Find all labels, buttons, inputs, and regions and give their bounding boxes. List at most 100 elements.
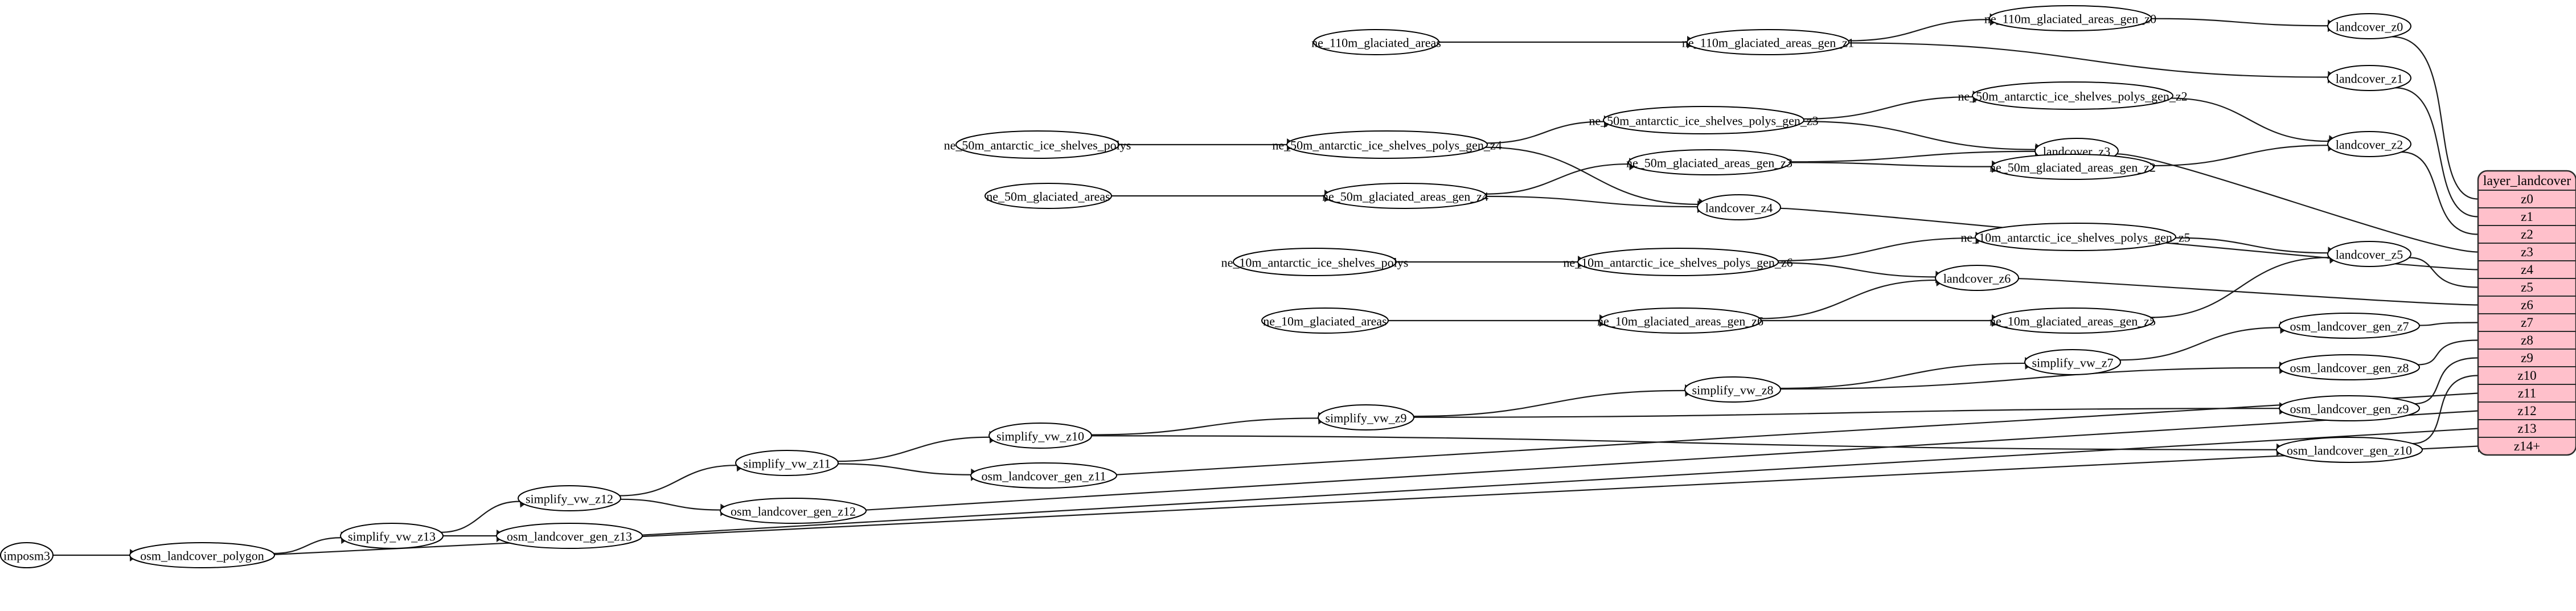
node-label: landcover_z5 [2336,248,2403,262]
node-ne_50m_glaciated_areas[interactable]: ne_50m_glaciated_areas [985,183,1112,209]
node-landcover_z4[interactable]: landcover_z4 [1697,194,1781,220]
edge-simplify_vw_z13-to-simplify_vw_z12 [440,501,520,533]
node-ne_10m_antarctic_ice_shelves_polys[interactable]: ne_10m_antarctic_ice_shelves_polys [1221,248,1409,276]
node-ne_110m_glaciated_areas_gen_z1[interactable]: ne_110m_glaciated_areas_gen_z1 [1682,29,1854,55]
edge-osm_landcover_gen_z11-to-layer_landcover-z11 [1115,392,2479,475]
node-label: ne_50m_antarctic_ice_shelves_polys [944,138,1131,153]
node-landcover_z0[interactable]: landcover_z0 [2327,13,2411,39]
node-ne_50m_antarctic_ice_shelves_polys[interactable]: ne_50m_antarctic_ice_shelves_polys [944,130,1131,159]
node-landcover_z6[interactable]: landcover_z6 [1935,265,2019,291]
edge-ne_50m_antarctic_ice_shelves_polys_gen_z4-to-ne_50m_antarctic_ice_shelves_polys_gen_z3 [1486,121,1604,144]
table-row-z12[interactable]: z12 [2517,404,2536,418]
node-osm_landcover_gen_z11[interactable]: osm_landcover_gen_z11 [970,462,1117,489]
edge-ne_50m_glaciated_areas_gen_z4-to-landcover_z4 [1485,195,1698,208]
edge-osm_landcover_gen_z7-to-layer_landcover-z7 [2418,322,2479,326]
edge-ne_50m_antarctic_ice_shelves_polys_gen_z2-to-landcover_z2 [2170,97,2329,142]
node-ne_10m_antarctic_ice_shelves_polys_gen_z5[interactable]: ne_10m_antarctic_ice_shelves_polys_gen_z… [1960,223,2191,251]
edge-simplify_vw_z12-to-simplify_vw_z11 [619,465,737,497]
table-row-z0[interactable]: z0 [2521,192,2533,206]
table-row-z7[interactable]: z7 [2521,315,2533,330]
edge-simplify_vw_z10-to-osm_landcover_gen_z10 [1091,435,2277,450]
table-row-z5[interactable]: z5 [2521,280,2533,294]
node-label: simplify_vw_z11 [743,457,830,471]
table-title: layer_landcover [2483,174,2571,188]
node-landcover_z5[interactable]: landcover_z5 [2327,241,2411,267]
node-osm_landcover_gen_z12[interactable]: osm_landcover_gen_z12 [720,498,867,524]
table-row-z2[interactable]: z2 [2521,227,2533,241]
edge-osm_landcover_gen_z13-to-layer_landcover-z13 [641,428,2479,536]
node-osm_landcover_gen_z13[interactable]: osm_landcover_gen_z13 [496,523,643,549]
node-ne_50m_antarctic_ice_shelves_polys_gen_z3[interactable]: ne_50m_antarctic_ice_shelves_polys_gen_z… [1589,106,1819,134]
edge-ne_10m_antarctic_ice_shelves_polys_gen_z5-to-landcover_z5 [2174,237,2328,254]
edge-ne_50m_glaciated_areas_gen_z4-to-ne_50m_glaciated_areas_gen_z3 [1484,163,1630,195]
table-row-z3[interactable]: z3 [2521,245,2533,259]
node-label: ne_110m_glaciated_areas_gen_z0 [1984,12,2156,26]
node-label: osm_landcover_gen_z10 [2287,444,2412,458]
node-simplify_vw_z12[interactable]: simplify_vw_z12 [518,485,621,511]
node-ne_10m_glaciated_areas_gen_z6[interactable]: ne_10m_glaciated_areas_gen_z6 [1597,307,1763,334]
node-ne_50m_glaciated_areas_gen_z3[interactable]: ne_50m_glaciated_areas_gen_z3 [1626,149,1792,175]
node-simplify_vw_z10[interactable]: simplify_vw_z10 [988,423,1092,449]
node-ne_10m_antarctic_ice_shelves_polys_gen_z6[interactable]: ne_10m_antarctic_ice_shelves_polys_gen_z… [1563,248,1793,276]
node-osm_landcover_polygon[interactable]: osm_landcover_polygon [129,542,275,568]
node-simplify_vw_z7[interactable]: simplify_vw_z7 [2024,349,2121,375]
node-ne_50m_glaciated_areas_gen_z2[interactable]: ne_50m_glaciated_areas_gen_z2 [1990,154,2156,180]
node-label: simplify_vw_z9 [1326,411,1407,425]
node-landcover_z1[interactable]: landcover_z1 [2327,65,2411,91]
edge-simplify_vw_z10-to-simplify_vw_z9 [1090,417,1319,436]
edge-simplify_vw_z9-to-simplify_vw_z8 [1413,389,1685,417]
table-row-z1[interactable]: z1 [2521,210,2533,224]
node-osm_landcover_gen_z8[interactable]: osm_landcover_gen_z8 [2279,354,2420,380]
node-simplify_vw_z11[interactable]: simplify_vw_z11 [735,450,839,476]
node-label: imposm3 [3,549,50,563]
edge-osm_landcover_gen_z10-to-layer_landcover-z10 [2411,375,2479,445]
node-imposm3[interactable]: imposm3 [0,542,54,568]
node-osm_landcover_gen_z9[interactable]: osm_landcover_gen_z9 [2279,395,2420,421]
node-ne_50m_glaciated_areas_gen_z4[interactable]: ne_50m_glaciated_areas_gen_z4 [1322,183,1488,209]
edge-ne_50m_glaciated_areas_gen_z3-to-ne_50m_glaciated_areas_gen_z2 [1789,162,1992,167]
table-row-z4[interactable]: z4 [2521,263,2533,277]
table-row-z6[interactable]: z6 [2521,298,2533,312]
node-ne_50m_antarctic_ice_shelves_polys_gen_z4[interactable]: ne_50m_antarctic_ice_shelves_polys_gen_z… [1272,130,1502,159]
node-simplify_vw_z9[interactable]: simplify_vw_z9 [1318,404,1414,430]
edge-ne_50m_glaciated_areas_gen_z2-to-landcover_z2 [2152,145,2328,167]
node-label: osm_landcover_gen_z7 [2290,319,2409,334]
node-label: landcover_z2 [2336,138,2403,152]
node-simplify_vw_z13[interactable]: simplify_vw_z13 [340,523,444,549]
node-label: osm_landcover_gen_z9 [2290,402,2409,416]
edge-ne_110m_glaciated_areas_gen_z1-to-ne_110m_glaciated_areas_gen_z0 [1847,19,1990,42]
node-label: simplify_vw_z7 [2032,356,2114,370]
edge-ne_50m_antarctic_ice_shelves_polys_gen_z4-to-landcover_z4 [1484,146,1699,206]
node-label: ne_50m_glaciated_areas_gen_z2 [1990,161,2156,175]
node-label: simplify_vw_z8 [1692,383,1774,397]
node-ne_50m_antarctic_ice_shelves_polys_gen_z2[interactable]: ne_50m_antarctic_ice_shelves_polys_gen_z… [1958,81,2188,110]
node-ne_110m_glaciated_areas[interactable]: ne_110m_glaciated_areas [1311,29,1441,55]
table-row-z14+[interactable]: z14+ [2514,439,2540,453]
node-landcover_z2[interactable]: landcover_z2 [2327,131,2411,157]
node-label: simplify_vw_z10 [996,429,1084,444]
table-row-z8[interactable]: z8 [2521,333,2533,347]
node-osm_landcover_gen_z7[interactable]: osm_landcover_gen_z7 [2279,313,2420,339]
node-label: ne_50m_antarctic_ice_shelves_polys_gen_z… [1958,89,2187,104]
node-ne_10m_glaciated_areas_gen_z5[interactable]: ne_10m_glaciated_areas_gen_z5 [1990,307,2156,334]
edge-landcover_z6-to-layer_landcover-z6 [2018,278,2479,306]
node-label: osm_landcover_polygon [140,549,264,563]
node-ne_10m_glaciated_areas[interactable]: ne_10m_glaciated_areas [1261,307,1389,334]
edge-osm_landcover_gen_z12-to-layer_landcover-z12 [865,410,2479,511]
node-osm_landcover_gen_z10[interactable]: osm_landcover_gen_z10 [2276,437,2423,463]
edge-osm_landcover_gen_z8-to-layer_landcover-z8 [2417,339,2479,366]
layer-landcover-table: layer_landcover z0 z1 z2 z3 z4 z5 z6 z7 z8 z9 z10 z1… [2477,170,2576,456]
table-row-z11[interactable]: z11 [2518,386,2536,400]
edge-ne_10m_glaciated_areas_gen_z5-to-landcover_z5 [2150,257,2329,318]
node-label: simplify_vw_z13 [348,530,436,544]
edge-landcover_z0-to-layer_landcover-z0 [2391,36,2479,200]
table-row-z10[interactable]: z10 [2517,368,2536,383]
node-simplify_vw_z8[interactable]: simplify_vw_z8 [1684,376,1781,403]
node-ne_110m_glaciated_areas_gen_z0[interactable]: ne_110m_glaciated_areas_gen_z0 [1984,5,2156,31]
table-row-z9[interactable]: z9 [2521,351,2533,365]
edge-ne_50m_antarctic_ice_shelves_polys_gen_z3-to-ne_50m_antarctic_ice_shelves_polys_gen_z2 [1802,96,1973,120]
node-label: ne_10m_glaciated_areas [1263,314,1387,329]
edge-ne_10m_glaciated_areas_gen_z6-to-landcover_z6 [1759,279,1937,319]
table-row-z13[interactable]: z13 [2517,421,2536,436]
